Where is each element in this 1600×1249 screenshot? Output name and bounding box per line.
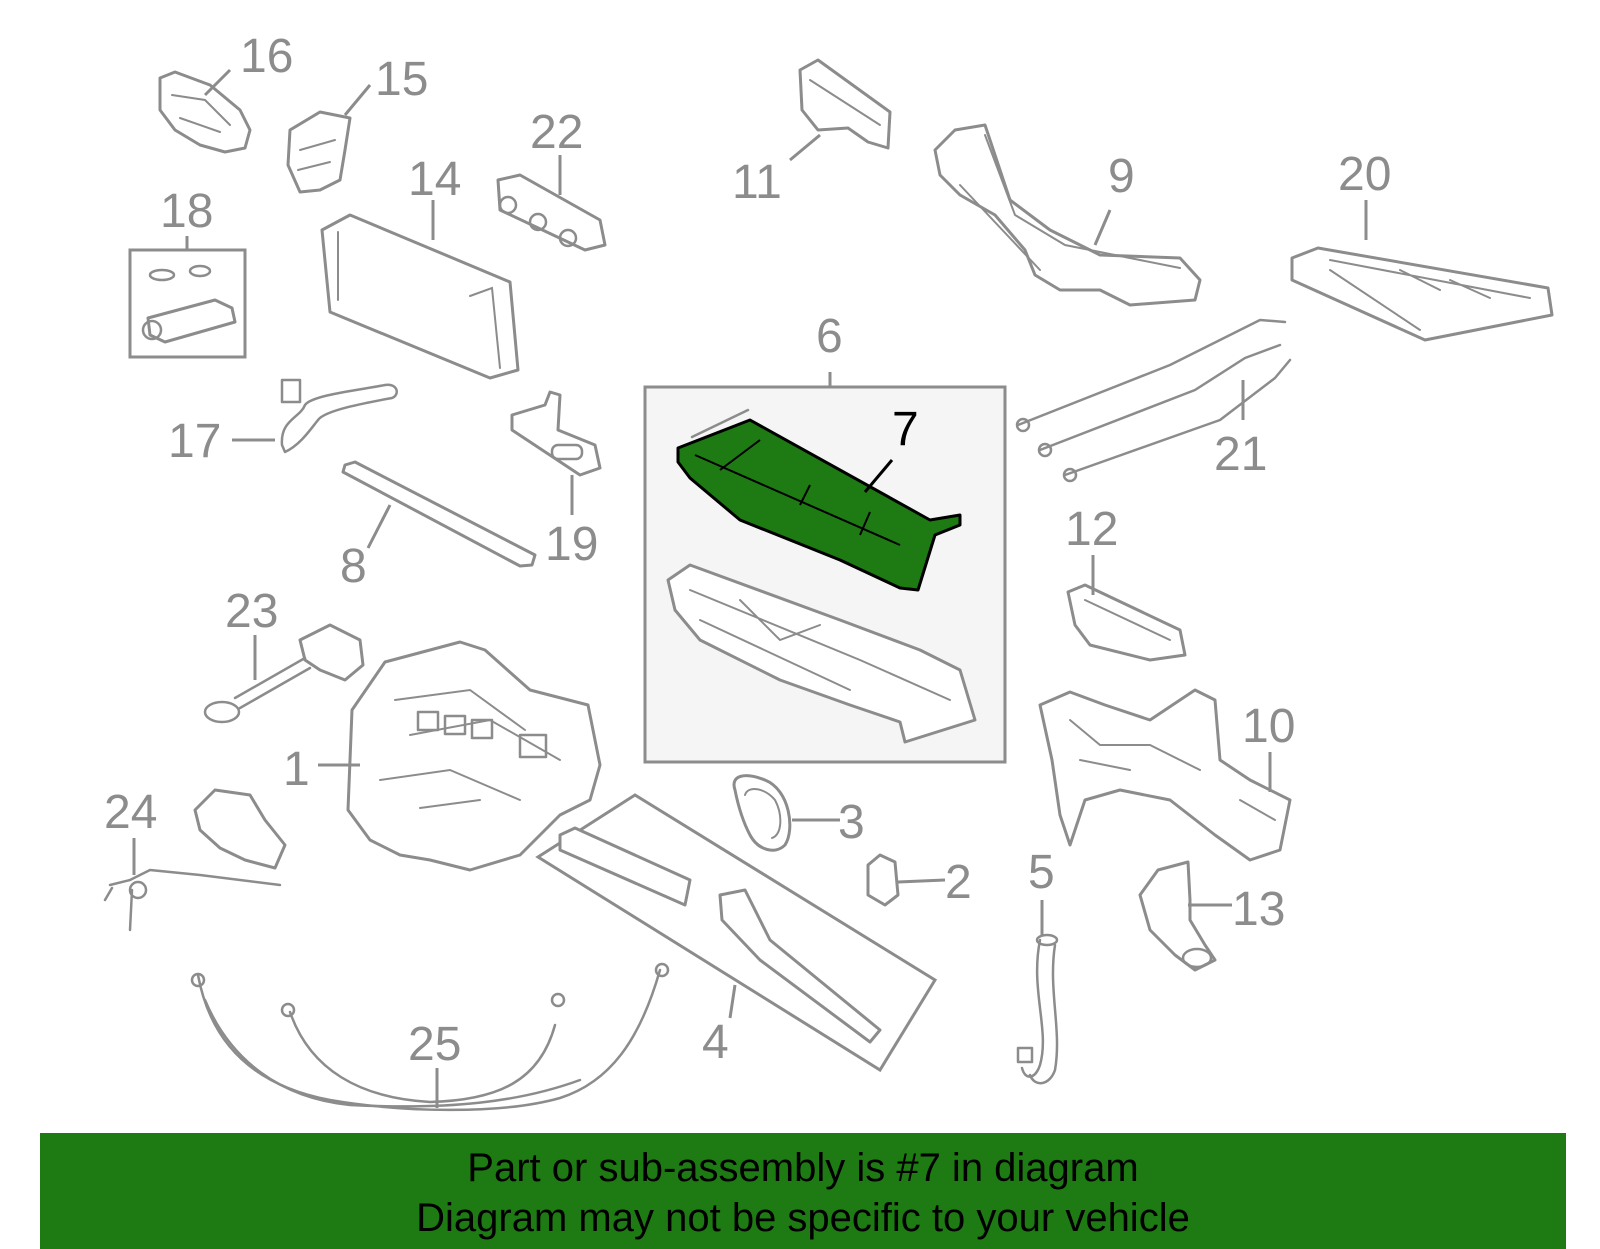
part-8[interactable]: 8 xyxy=(340,460,537,593)
callout-8: 8 xyxy=(340,540,367,593)
callout-6: 6 xyxy=(816,310,843,363)
part-17[interactable]: 17 xyxy=(168,378,398,468)
part-12[interactable]: 12 xyxy=(1065,503,1187,662)
part-18[interactable]: 18 xyxy=(128,185,247,359)
callout-9: 9 xyxy=(1108,150,1135,203)
part-16[interactable]: 16 xyxy=(158,30,293,154)
callout-4: 4 xyxy=(702,1016,729,1069)
part-22[interactable]: 22 xyxy=(496,106,607,252)
part-19[interactable]: 19 xyxy=(510,390,602,571)
callout-20: 20 xyxy=(1338,148,1391,201)
part-10[interactable]: 10 xyxy=(1038,688,1295,862)
callout-23: 23 xyxy=(225,585,278,638)
banner-line-1: Part or sub-assembly is #7 in diagram xyxy=(467,1146,1139,1190)
callout-25: 25 xyxy=(408,1018,461,1071)
part-4[interactable]: 4 xyxy=(535,793,938,1073)
part-9[interactable]: 9 xyxy=(933,123,1202,307)
callout-16: 16 xyxy=(240,30,293,83)
part-1[interactable]: 1 xyxy=(283,640,602,872)
part-20[interactable]: 20 xyxy=(1290,148,1554,342)
part-24[interactable]: 24 xyxy=(103,786,287,932)
callout-14: 14 xyxy=(408,153,461,206)
callout-19: 19 xyxy=(545,518,598,571)
part-2[interactable]: 2 xyxy=(866,853,972,909)
callout-10: 10 xyxy=(1242,700,1295,753)
callout-21: 21 xyxy=(1214,428,1267,481)
part-11[interactable]: 11 xyxy=(732,58,892,209)
banner-line-2: Diagram may not be specific to your vehi… xyxy=(416,1196,1190,1240)
callout-22: 22 xyxy=(530,106,583,159)
part-5[interactable]: 5 xyxy=(1016,846,1059,1085)
part-14[interactable]: 14 xyxy=(320,153,520,380)
part-3[interactable]: 3 xyxy=(732,774,865,852)
callout-24: 24 xyxy=(104,786,157,839)
callout-17: 17 xyxy=(168,415,221,468)
callout-18: 18 xyxy=(160,185,213,238)
callout-3: 3 xyxy=(838,796,865,849)
callout-11: 11 xyxy=(732,156,782,209)
part-23[interactable]: 23 xyxy=(203,585,365,724)
callout-12: 12 xyxy=(1065,503,1118,556)
callout-1: 1 xyxy=(283,743,310,796)
part-13[interactable]: 13 xyxy=(1138,860,1285,972)
part-15[interactable]: 15 xyxy=(286,53,428,194)
callout-2: 2 xyxy=(945,856,972,909)
callout-13: 13 xyxy=(1232,883,1285,936)
callout-7: 7 xyxy=(892,403,919,456)
info-banner: Part or sub-assembly is #7 in diagram Di… xyxy=(40,1133,1566,1249)
callout-15: 15 xyxy=(375,53,428,106)
callout-5: 5 xyxy=(1028,846,1055,899)
part-7-highlighted[interactable]: 7 xyxy=(676,403,962,592)
part-25[interactable]: 25 xyxy=(190,962,670,1112)
part-21[interactable]: 21 xyxy=(1015,318,1292,483)
